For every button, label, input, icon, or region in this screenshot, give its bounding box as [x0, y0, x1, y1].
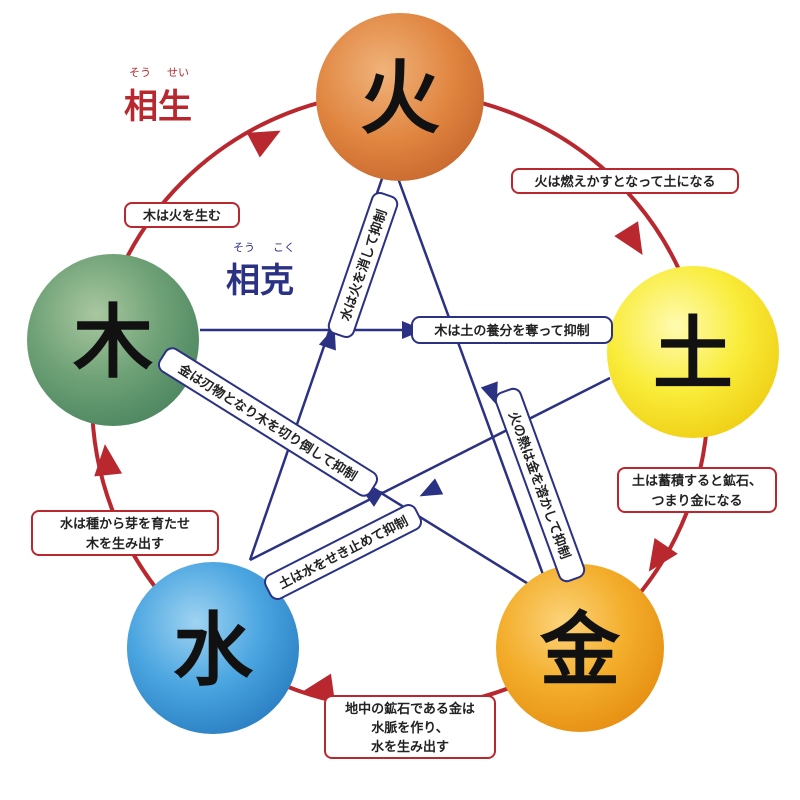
soukoku-arrowhead-earth-water	[419, 478, 444, 497]
element-fire: 火	[316, 13, 484, 181]
sousei-label-box	[124, 202, 240, 228]
sousei-arrowhead-earth-to-metal	[648, 538, 678, 572]
legend-sousei-label: 相生	[124, 87, 192, 127]
sousei-label-metal-to-water: 地中の鉱石である金は 水脈を作り、 水を生み出す	[324, 695, 496, 759]
element-earth: 土	[607, 266, 779, 438]
soukoku-label-text: 金は刃物となり木を切り倒して抑制	[175, 361, 360, 485]
sousei-label-text: 木を生み出す	[85, 536, 164, 552]
soukoku-label-water-over-fire: 水は火を消して抑制	[327, 191, 399, 339]
sousei-label-text: 火は燃えかすとなって土になる	[535, 174, 716, 190]
soukoku-label-earth-over-water: 土は水をせき止めて抑制	[264, 504, 422, 600]
element-water-circle	[127, 562, 299, 734]
soukoku-label-fire-over-metal: 火の熱は金を溶かして抑制	[494, 387, 586, 583]
sousei-label-text: 土は蓄積すると鉱石、	[632, 473, 762, 489]
sousei-arrowhead-fire-to-earth	[614, 221, 643, 255]
soukoku-label-text: 火の熱は金を溶かして抑制	[505, 409, 573, 561]
soukoku-label-box	[157, 347, 379, 497]
sousei-label-earth-to-metal: 土は蓄積すると鉱石、 つまり金になる	[617, 467, 777, 513]
soukoku-label-box	[411, 316, 613, 344]
sousei-label-text: 木は火を生む	[142, 208, 221, 224]
sousei-arrowhead-wood-to-fire	[246, 130, 281, 158]
element-fire-char: 火	[360, 51, 440, 145]
soukoku-line-earth-water	[249, 376, 611, 562]
sousei-arrowhead-water-to-wood	[94, 444, 123, 477]
sousei-arrowhead-metal-to-water	[302, 673, 335, 702]
legend-soukoku-label: 相克	[226, 261, 294, 301]
element-wood-circle	[27, 254, 199, 426]
legend-soukoku: そう こく 相克	[226, 241, 295, 301]
legend-sousei: そう せい 相生	[124, 66, 192, 127]
element-water-char: 水	[173, 603, 254, 697]
legend-sousei-ruby-right: せい	[167, 66, 189, 79]
sousei-label-water-to-wood: 水は種から芽を育たせ 木を生み出す	[31, 510, 219, 556]
soukoku-label-box	[327, 191, 399, 339]
legend-sousei-ruby-left: そう	[129, 66, 151, 79]
element-wood-char: 木	[73, 295, 153, 389]
sousei-label-box	[617, 467, 777, 513]
element-water: 水	[127, 562, 299, 734]
element-metal: 金	[496, 564, 664, 732]
element-fire-circle	[316, 13, 484, 181]
sousei-label-text: 水は種から芽を育たせ	[60, 516, 190, 532]
sousei-label-text: 地中の鉱石である金は	[345, 701, 475, 717]
soukoku-label-text: 木は土の養分を奪って抑制	[433, 323, 589, 339]
sousei-label-box	[511, 168, 739, 194]
sousei-label-text: 水を生み出す	[371, 739, 449, 755]
sousei-label-text: つまり金になる	[651, 493, 742, 509]
soukoku-label-metal-over-wood: 金は刃物となり木を切り倒して抑制	[157, 347, 379, 497]
element-earth-circle	[607, 266, 779, 438]
legend-soukoku-ruby-right: こく	[273, 241, 295, 254]
soukoku-label-text: 土は水をせき止めて抑制	[276, 513, 411, 592]
sousei-label-wood-to-fire: 木は火を生む	[124, 202, 240, 228]
soukoku-label-box	[264, 504, 422, 600]
sousei-label-text: 水脈を作り、	[371, 720, 448, 736]
sousei-label-box	[324, 695, 496, 759]
sousei-label-box	[31, 510, 219, 556]
soukoku-arrowhead-fire-metal	[480, 381, 498, 406]
legend-soukoku-ruby-left: そう	[233, 241, 255, 254]
soukoku-line-fire-metal	[393, 169, 547, 581]
soukoku-label-wood-over-earth: 木は土の養分を奪って抑制	[411, 316, 613, 344]
element-metal-circle	[496, 564, 664, 732]
element-metal-char: 金	[539, 603, 621, 697]
element-wood: 木	[27, 254, 199, 426]
soukoku-label-box	[494, 387, 586, 583]
sousei-label-fire-to-earth: 火は燃えかすとなって土になる	[511, 168, 739, 194]
element-earth-char: 土	[653, 307, 733, 401]
